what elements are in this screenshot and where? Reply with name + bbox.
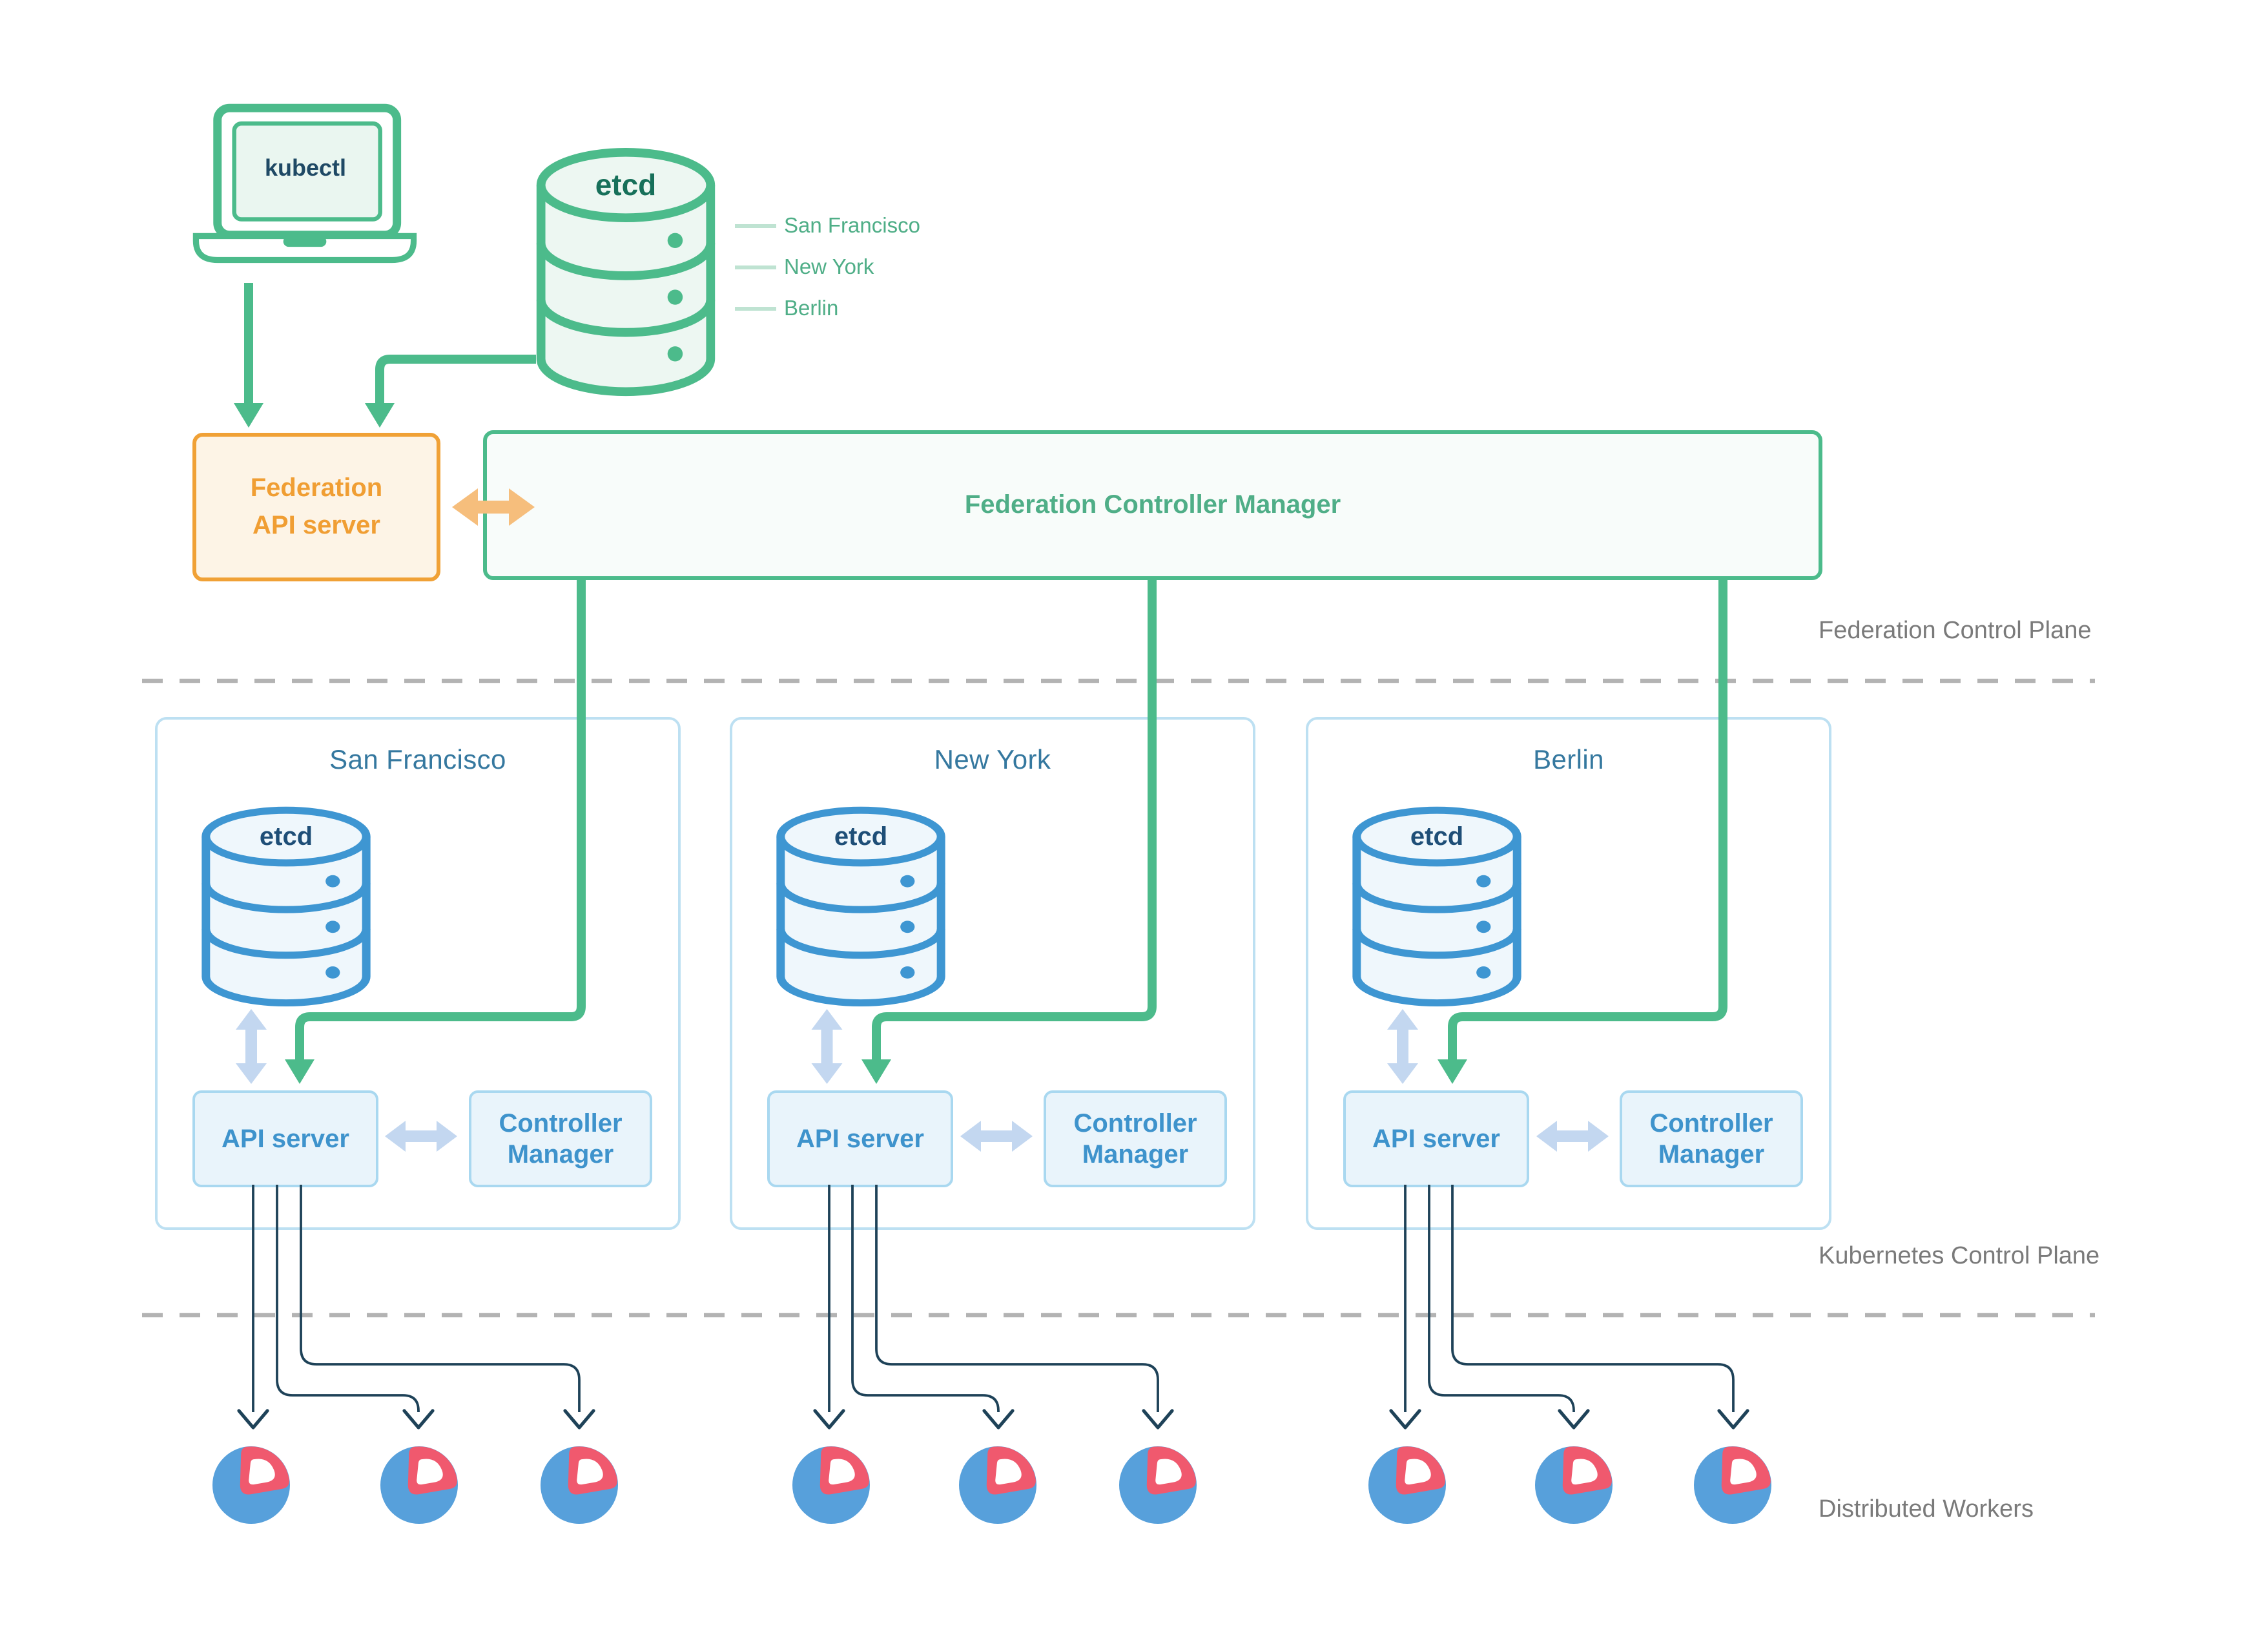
kubectl-laptop-icon	[192, 103, 417, 264]
worker-node-icon	[203, 1437, 300, 1534]
controller-manager-box: Controller Manager	[469, 1090, 652, 1187]
etcd-to-federation-api-arrow	[365, 355, 536, 428]
federation-api-server-box: Federation API server	[192, 433, 440, 581]
kubectl-to-federation-api-arrow	[234, 283, 263, 428]
etcd-replica-label-new-york: New York	[784, 256, 874, 279]
api-server-box: API server	[192, 1090, 378, 1187]
controller-manager-label-line2: Manager	[1082, 1140, 1189, 1169]
federation-api-server-label-line1: Federation	[250, 473, 383, 502]
api-server-label: API server	[222, 1125, 349, 1153]
worker-node-icon	[1525, 1437, 1622, 1534]
api-server-label: API server	[1372, 1125, 1500, 1153]
worker-node-icon	[371, 1437, 468, 1534]
cluster-etcd-label: etcd	[259, 823, 313, 851]
etcd-replica-label-berlin: Berlin	[784, 297, 839, 320]
cluster-title-san-francisco: San Francisco	[329, 745, 506, 775]
cluster-box-san-francisco: San Francisco etcd API server Controller…	[155, 717, 681, 1230]
api-server-box: API server	[767, 1090, 953, 1187]
worker-node-icon	[1359, 1437, 1456, 1534]
cluster-title-berlin: Berlin	[1533, 745, 1604, 775]
worker-node-icon	[1109, 1437, 1206, 1534]
worker-node-icon	[949, 1437, 1046, 1534]
worker-node-icon	[1684, 1437, 1781, 1534]
kubernetes-control-plane-label: Kubernetes Control Plane	[1819, 1243, 2100, 1270]
controller-manager-label-line2: Manager	[507, 1140, 614, 1169]
controller-manager-label-line1: Controller	[1649, 1109, 1773, 1138]
controller-manager-label-line2: Manager	[1658, 1140, 1765, 1169]
api-server-label: API server	[796, 1125, 924, 1153]
controller-manager-label-line1: Controller	[1073, 1109, 1197, 1138]
cluster-box-berlin: Berlin etcd API server Controller Manage…	[1306, 717, 1831, 1230]
controller-manager-label-line1: Controller	[499, 1109, 623, 1138]
cluster-box-new-york: New York etcd API server Controller Mana…	[730, 717, 1255, 1230]
etcd-replica-label-san-francisco: San Francisco	[784, 214, 920, 238]
cluster-title-new-york: New York	[934, 745, 1051, 775]
distributed-workers-label: Distributed Workers	[1819, 1496, 2034, 1523]
federation-api-server-label-line2: API server	[253, 511, 380, 539]
worker-node-icon	[531, 1437, 628, 1534]
cluster-etcd-label: etcd	[1410, 823, 1464, 851]
federation-controller-manager-label: Federation Controller Manager	[964, 490, 1341, 519]
worker-node-icon	[783, 1437, 880, 1534]
cluster-etcd-label: etcd	[834, 823, 888, 851]
federation-control-plane-label: Federation Control Plane	[1819, 618, 2092, 645]
api-server-box: API server	[1343, 1090, 1529, 1187]
etcd-replica-leader-lines	[735, 224, 776, 311]
federation-controller-manager-box: Federation Controller Manager	[483, 430, 1822, 580]
federation-etcd-label: etcd	[595, 168, 657, 202]
controller-manager-box: Controller Manager	[1044, 1090, 1227, 1187]
kubectl-label: kubectl	[264, 155, 347, 181]
controller-manager-box: Controller Manager	[1620, 1090, 1803, 1187]
